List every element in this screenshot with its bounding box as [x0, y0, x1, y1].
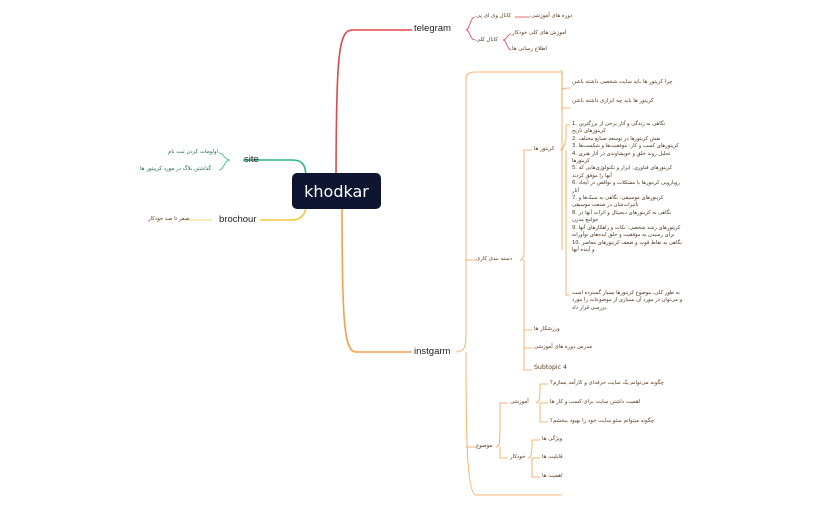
- creators-list-line: 2. نقش کریتورها در توسعه صنایع مختلف: [572, 135, 661, 142]
- summary-line: بررسی قرار داد.: [572, 304, 608, 311]
- creators-list-line: 3. کریتورهای کسب و کار: موفقیت‌ها و شکست…: [572, 143, 679, 150]
- creators-list-line: و آینده آنها: [572, 246, 595, 253]
- creators-list-line: 6. رویارویی کریتورها با مشکلات و نواقص د…: [572, 180, 680, 187]
- creators-list-line: کریتورهای تاریخ: [572, 128, 606, 135]
- insta-creators[interactable]: کریتور ها: [534, 146, 555, 152]
- edu-site-importance[interactable]: اهمیت داشتن سایت برای کسب و کار ها: [550, 399, 641, 405]
- khodkar-features[interactable]: ویژگی ها: [542, 436, 563, 442]
- site-automate-registration[interactable]: اولومات کردن ثبت نام: [168, 149, 219, 155]
- insta-course-instructors[interactable]: مدرس دوره های آموزشی: [534, 344, 592, 350]
- insta-athletes[interactable]: ورزشکار ها: [534, 326, 560, 332]
- creators-list-line: کریتورها: [572, 158, 590, 165]
- branch-telegram[interactable]: telegram: [414, 23, 451, 34]
- insta-what-tools[interactable]: کریتور ها باید چه ابزاری داشته باشن: [572, 98, 654, 104]
- topic-educational[interactable]: آموزشی: [510, 399, 529, 405]
- creators-list-line: 7. کریتورهای موسیقی: نگاهی به سبک‌ها و: [572, 195, 664, 202]
- insta-subtopic-4[interactable]: Subtopic 4: [534, 364, 567, 371]
- creators-list-line: 1. نگاهی به زندگی و آثار برخی از بزرگتری…: [572, 121, 666, 127]
- brochour-zero-to-hundred[interactable]: صفر تا صد خودکار: [148, 216, 190, 222]
- creators-list-line: تأثیرات‌شان در صنعت موسیقی: [572, 202, 639, 209]
- edu-build-pro-site[interactable]: چگونه می‌توانم یک سایت حرفه‌ای و کارآمد …: [550, 380, 664, 386]
- telegram-training-courses[interactable]: دوره های آموزشی: [531, 13, 573, 19]
- khodkar-importance[interactable]: اهمیت ها: [542, 473, 563, 479]
- telegram-general-tutorials[interactable]: آموزش های کلی خودکار: [512, 30, 567, 36]
- creators-list-line: آثار: [572, 187, 579, 194]
- telegram-announcements[interactable]: اطلاع رسانی ها: [512, 46, 547, 52]
- creators-list-line: 10. نگاهی به نقاط قوت و ضعف کریتورهای مع…: [572, 239, 682, 246]
- branch-site[interactable]: site: [244, 154, 259, 165]
- telegram-connectors: [335, 16, 530, 192]
- insta-why-personal-site[interactable]: چرا کریتور ها باید سایت شخصی داشته باشن: [572, 79, 673, 85]
- creators-list-line: 5. کریتورهای فناوری: ابزار و تکنولوژی‌ها…: [572, 165, 673, 172]
- edu-improve-seo[interactable]: چگونه میتوانم سئو سایت خود را بهبود ببخش…: [550, 418, 655, 424]
- site-creators-blog[interactable]: گذاشتن بلاگ در مورد کرییتور ها: [140, 166, 212, 172]
- creators-list-line: 8. نگاهی به کریتورهای دیجیتال و اثرات آن…: [572, 209, 672, 216]
- creators-summary: به طور کلی، موضوع کریتورها بسیار گسترده …: [572, 290, 682, 312]
- creators-list-line: 9. کریتورهای رشد شخصی: نکات و راهکارهای …: [572, 224, 681, 231]
- branch-instgarm[interactable]: instgarm: [414, 346, 451, 357]
- topic-khodkar[interactable]: خودکار: [510, 454, 526, 460]
- instgarm-connectors: [341, 70, 571, 496]
- branch-brochour[interactable]: brochour: [219, 214, 257, 225]
- telegram-vip-channel[interactable]: کانال وی ای پی: [476, 13, 511, 19]
- insta-topic[interactable]: موضوع: [476, 443, 493, 449]
- creators-list-line: 4. تحلیل روند خلق و خویشاوندی در آثار هن…: [572, 150, 671, 157]
- summary-line: به طور کلی، موضوع کریتورها بسیار گسترده …: [572, 290, 680, 296]
- insta-categorization[interactable]: دسته بندی کاری: [476, 256, 513, 262]
- telegram-general-channel[interactable]: کانال کلی: [476, 37, 498, 43]
- creators-list-line: برای رسیدن به موفقیت و خلق ایده‌های نوآو…: [572, 232, 675, 239]
- summary-line: و می‌توان در مورد آن بسیاری از موضوعات ر…: [572, 297, 683, 304]
- khodkar-capabilities[interactable]: قابلیت ها: [542, 454, 563, 460]
- creators-list-line: آنها را موفق کردند: [572, 172, 612, 179]
- root-node[interactable]: khodkar: [292, 173, 381, 209]
- creators-topic-list: 1. نگاهی به زندگی و آثار برخی از بزرگتری…: [572, 121, 682, 254]
- creators-list-line: جوامع مدرن: [572, 217, 599, 224]
